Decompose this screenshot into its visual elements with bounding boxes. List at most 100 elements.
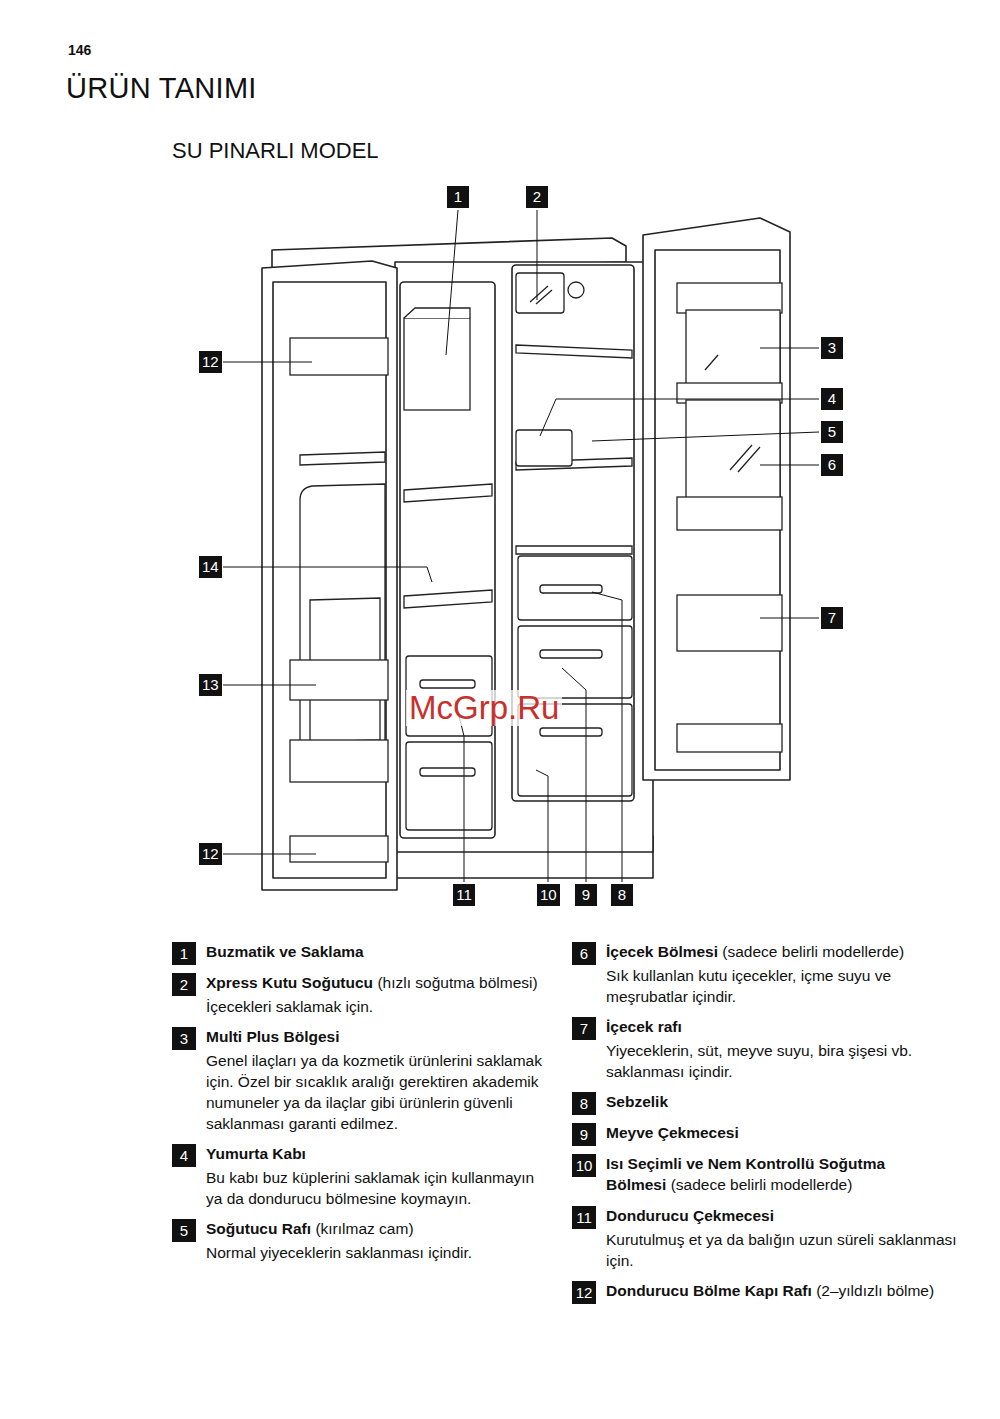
drawing-part xyxy=(516,345,632,358)
leader-line xyxy=(223,854,316,855)
drawing-part xyxy=(290,740,388,782)
heading-note: (kırılmaz cam) xyxy=(315,1220,413,1237)
entry-heading: Sebzelik xyxy=(606,1091,967,1112)
drawing-part xyxy=(516,273,564,313)
entry-description: Kurutulmuş et ya da balığın uzun süreli … xyxy=(606,1229,967,1271)
drawing-part xyxy=(262,261,397,890)
drawing-part xyxy=(568,282,584,298)
entry-heading: İçecek rafı xyxy=(606,1016,967,1037)
entry-number: 9 xyxy=(572,1123,596,1146)
leader-line xyxy=(592,432,819,441)
entry-body: Multi Plus BölgesiGenel ilaçları ya da k… xyxy=(206,1026,544,1136)
callout-number: 1 xyxy=(447,186,469,208)
callout-number: 4 xyxy=(821,388,843,410)
legend-entry: 2 Xpress Kutu Soğutucu (hızlı soğutma böl… xyxy=(172,972,544,1019)
heading-text: Yumurta Kabı xyxy=(206,1145,306,1162)
heading-note: (hızlı soğutma bölmesi) xyxy=(377,974,537,991)
entry-number: 12 xyxy=(572,1281,596,1304)
callout-number: 11 xyxy=(453,884,475,906)
leader-line xyxy=(760,618,819,619)
drawing-part xyxy=(530,286,552,304)
legend-entry: 1 Buzmatik ve Saklama xyxy=(172,941,544,965)
callout-number: 2 xyxy=(526,186,548,208)
callout-number: 7 xyxy=(821,607,843,629)
drawing-part xyxy=(420,768,475,776)
drawing-part xyxy=(290,836,388,862)
legend-entry: 5Soğutucu Rafı (kırılmaz cam)Normal yiye… xyxy=(172,1218,544,1265)
drawing-part xyxy=(540,728,602,736)
entry-body: Buzmatik ve Saklama xyxy=(206,941,544,965)
legend-entry: 10Isı Seçimli ve Nem Kontrollü Soğutma B… xyxy=(572,1153,967,1198)
drawing-part xyxy=(300,484,385,760)
drawing-part xyxy=(516,430,572,466)
heading-note: (2–yıldızlı bölme) xyxy=(816,1282,934,1299)
heading-text: Xpress Kutu Soğutucu xyxy=(206,974,373,991)
heading-text: İçecek rafı xyxy=(606,1018,682,1035)
callout-text: 12 xyxy=(202,845,219,862)
entry-number: 4 xyxy=(172,1144,196,1167)
heading-text: Dondurucu Bölme Kapı Rafı xyxy=(606,1282,812,1299)
entry-description: Normal yiyeceklerin saklanması içindir. xyxy=(206,1242,544,1263)
leader-line xyxy=(223,567,432,582)
callout-text: 14 xyxy=(202,558,219,575)
entry-body: Sebzelik xyxy=(606,1091,967,1115)
entry-number: 7 xyxy=(572,1017,596,1040)
callout-text: 3 xyxy=(828,339,836,356)
drawing-part xyxy=(400,282,495,838)
heading-text: Meyve Çekmecesi xyxy=(606,1124,739,1141)
drawing-part xyxy=(420,680,475,688)
callout-text: 10 xyxy=(540,886,557,903)
legend-entry: 4 Yumurta Kabı Bu kabı buz küplerini sakla… xyxy=(172,1143,544,1211)
leader-line xyxy=(760,348,819,349)
leader-line xyxy=(446,210,458,355)
entry-body: Meyve Çekmecesi xyxy=(606,1122,967,1146)
drawing-part xyxy=(518,626,632,698)
callout-number: 8 xyxy=(611,884,633,906)
drawing-part xyxy=(686,400,780,498)
entry-description: Genel ilaçları ya da kozmetik ürünlerini… xyxy=(206,1050,544,1134)
entry-body: Dondurucu ÇekmecesiKurutulmuş et ya da b… xyxy=(606,1205,967,1273)
callout-number: 5 xyxy=(821,421,843,443)
drawing-part xyxy=(677,595,782,651)
drawing-part xyxy=(290,338,388,375)
entry-number: 8 xyxy=(572,1092,596,1115)
entry-number: 3 xyxy=(172,1027,196,1050)
entry-description: İçecekleri saklamak için. xyxy=(206,996,544,1017)
leader-line xyxy=(455,700,464,882)
legend-entry: 7İçecek rafıYiyeceklerin, süt, meyve suy… xyxy=(572,1016,967,1084)
drawing-part xyxy=(540,650,602,658)
heading-text: Dondurucu Çekmecesi xyxy=(606,1207,774,1224)
drawing-part xyxy=(404,484,492,502)
heading-note: (sadece belirli modellerde) xyxy=(722,943,904,960)
callout-text: 4 xyxy=(828,390,836,407)
heading-text: Multi Plus Bölgesi xyxy=(206,1028,339,1045)
legend-entry: 11Dondurucu ÇekmecesiKurutulmuş et ya da… xyxy=(572,1205,967,1273)
callout-text: 13 xyxy=(202,676,219,693)
entry-number: 6 xyxy=(572,942,596,965)
leader-lines xyxy=(223,210,819,882)
entry-heading: Buzmatik ve Saklama xyxy=(206,941,544,962)
entry-heading: Isı Seçimli ve Nem Kontrollü Soğutma Böl… xyxy=(606,1153,967,1195)
drawing-part xyxy=(516,546,632,554)
fridge-outline xyxy=(262,218,790,890)
callout-text: 1 xyxy=(454,188,462,205)
model-subtitle: SU PINARLI MODEL xyxy=(172,138,379,164)
entry-number: 1 xyxy=(172,942,196,965)
leader-line xyxy=(223,362,312,363)
legend-entry: 3 Multi Plus BölgesiGenel ilaçları ya da … xyxy=(172,1026,544,1136)
entry-description: Sık kullanlan kutu içecekler, içme suyu … xyxy=(606,965,967,1007)
leader-line xyxy=(760,465,819,466)
drawing-part xyxy=(404,590,492,608)
leader-line xyxy=(562,668,586,882)
drawing-part xyxy=(677,283,782,313)
callout-text: 5 xyxy=(828,423,836,440)
drawing-part xyxy=(677,724,782,752)
entry-description: Bu kabı buz küplerini saklamak için kull… xyxy=(206,1167,544,1209)
leader-line xyxy=(223,685,316,686)
legend-entry: 6İçecek Bölmesi (sadece belirli modeller… xyxy=(572,941,967,1009)
page-title: ÜRÜN TANIMI xyxy=(66,72,257,105)
callout-text: 8 xyxy=(618,886,626,903)
drawing-part xyxy=(643,218,790,780)
entry-number: 2 xyxy=(172,973,196,996)
legend-entry: 9 Meyve Çekmecesi xyxy=(572,1122,967,1146)
